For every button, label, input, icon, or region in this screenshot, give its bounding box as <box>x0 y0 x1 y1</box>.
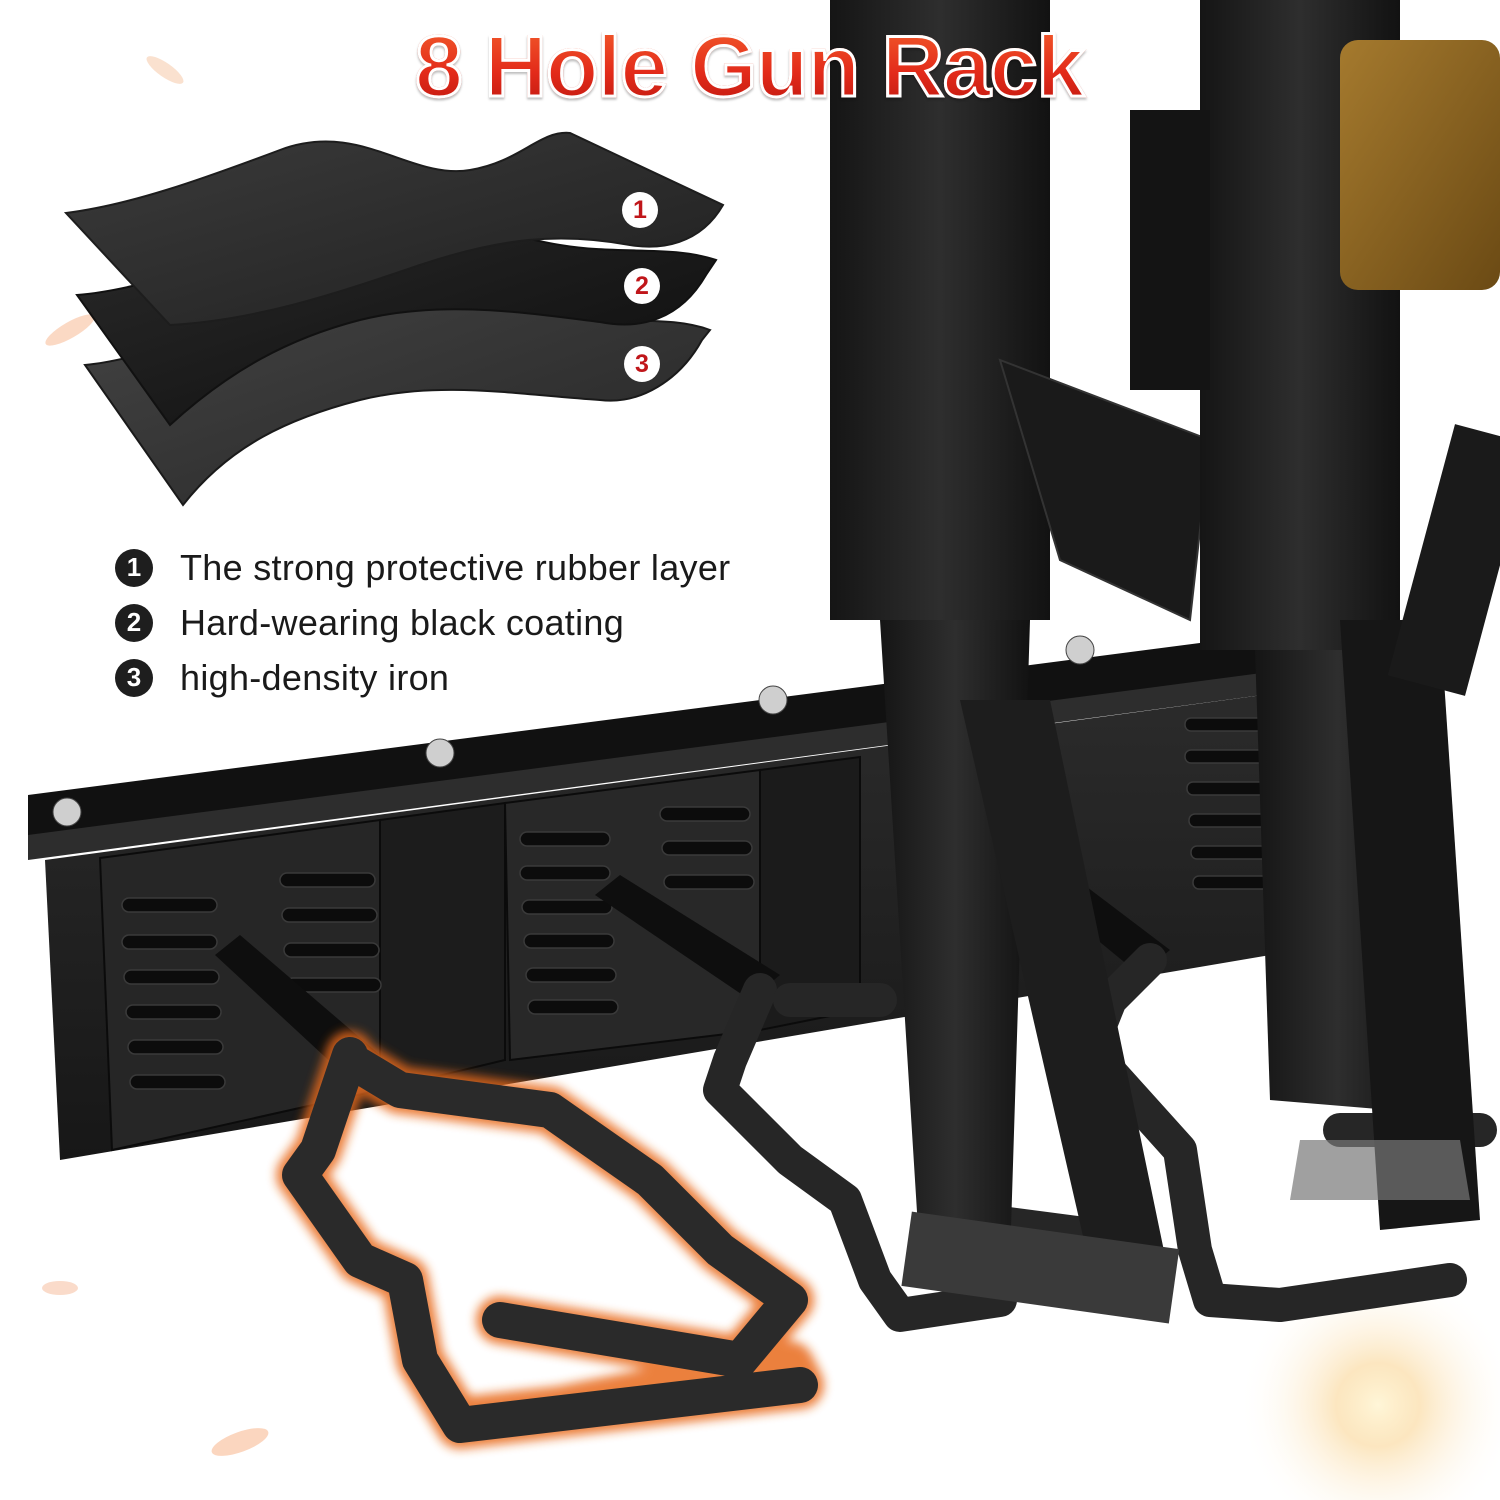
screw-icons <box>52 635 1095 827</box>
number-badge-icon: 1 <box>115 548 153 587</box>
layer-badge-2: 2 <box>624 268 660 304</box>
layer-badge-3: 3 <box>624 346 660 382</box>
feature-text: The strong protective rubber layer <box>180 546 731 588</box>
feature-list: 1 The strong protective rubber layer 2 H… <box>115 540 730 705</box>
rifle-right <box>1130 0 1500 1230</box>
rubber-hook-highlighted <box>276 1031 824 1449</box>
feature-item: 3 high-density iron <box>115 650 730 705</box>
feature-text: Hard-wearing black coating <box>180 601 625 643</box>
rifle-left <box>830 0 1212 1324</box>
feature-item: 1 The strong protective rubber layer <box>115 540 730 595</box>
number-badge-icon: 2 <box>115 603 153 642</box>
layer-badge-1: 1 <box>622 192 658 228</box>
number-badge-icon: 3 <box>115 658 153 697</box>
feature-item: 2 Hard-wearing black coating <box>115 595 730 650</box>
page-title: 8 Hole Gun Rack <box>414 18 1095 117</box>
spark-effects <box>42 56 1500 1500</box>
feature-text: high-density iron <box>180 656 450 698</box>
material-layers-diagram <box>63 131 725 507</box>
